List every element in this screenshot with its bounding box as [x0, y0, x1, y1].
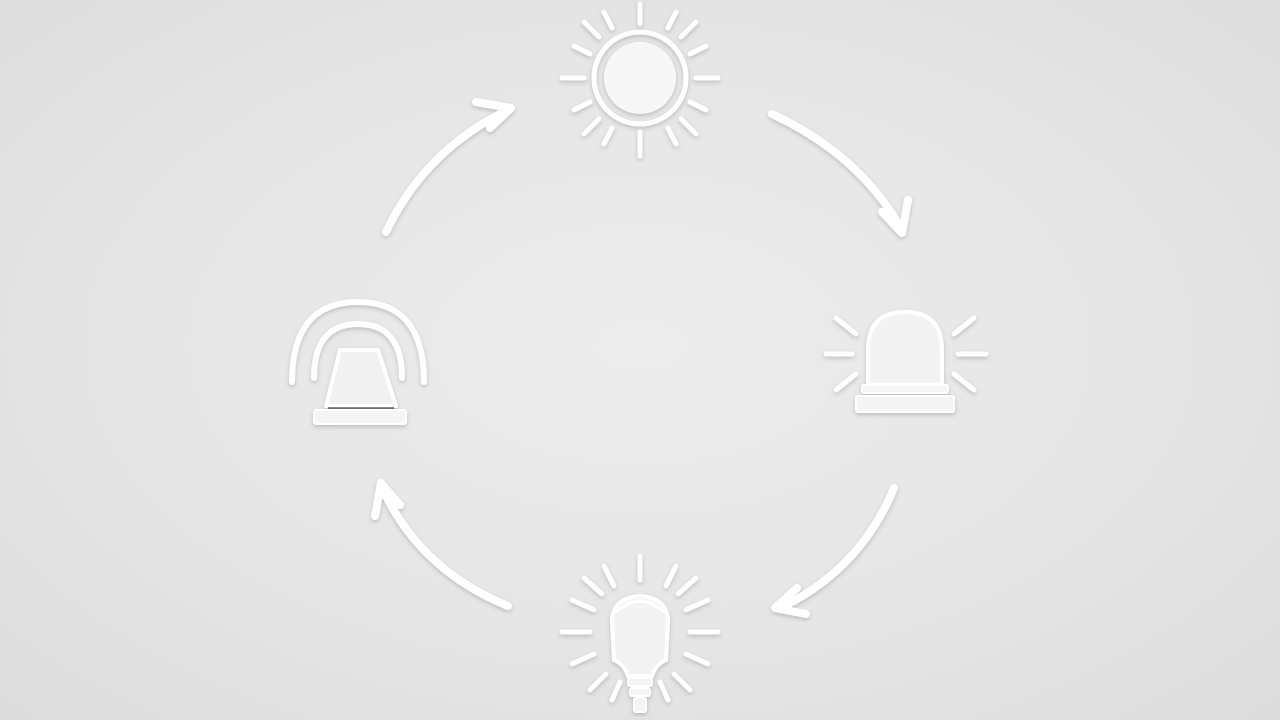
sun-icon — [559, 1, 721, 159]
arrow-bottom-to-left — [371, 479, 512, 610]
alarm-bell-icon — [289, 298, 427, 425]
siren-light-icon — [823, 309, 989, 413]
arrow-top-to-right — [768, 110, 912, 237]
arrow-right-to-bottom — [771, 484, 898, 618]
arrow-left-to-top — [382, 98, 515, 236]
light-bulb-icon — [559, 553, 721, 713]
